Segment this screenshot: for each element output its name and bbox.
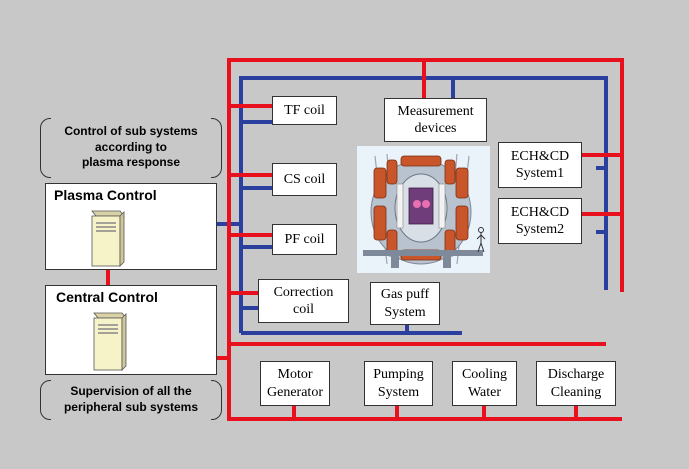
correction-coil-box: Correction coil bbox=[258, 279, 349, 323]
tokamak-image bbox=[357, 146, 490, 273]
bottom-note-bracket bbox=[40, 379, 222, 421]
cooling-water-box: Cooling Water bbox=[452, 361, 517, 406]
gas-puff-box: Gas puff System bbox=[370, 282, 440, 325]
person-scale-figure bbox=[476, 227, 486, 253]
plasma-control-title: Plasma Control bbox=[54, 187, 157, 203]
echcd-system2-box: ECH&CD System2 bbox=[498, 198, 582, 244]
server-icon bbox=[91, 210, 125, 267]
central-control-box: Central Control bbox=[45, 285, 217, 375]
cs-coil-box: CS coil bbox=[272, 163, 337, 196]
red-network bbox=[106, 58, 624, 421]
echcd-system1-box: ECH&CD System1 bbox=[498, 142, 582, 188]
plasma-control-box: Plasma Control bbox=[45, 183, 217, 270]
pf-coil-box: PF coil bbox=[272, 224, 337, 255]
tf-coil-box: TF coil bbox=[272, 96, 337, 125]
tokamak-illustration bbox=[357, 146, 490, 273]
motor-generator-box: Motor Generator bbox=[260, 361, 330, 406]
top-note: Control of sub systems according to plas… bbox=[64, 124, 198, 170]
discharge-cleaning-box: Discharge Cleaning bbox=[536, 361, 616, 406]
pumping-system-box: Pumping System bbox=[364, 361, 433, 406]
bottom-note: Supervision of all the peripheral sub sy… bbox=[63, 384, 199, 414]
top-note-bracket bbox=[40, 117, 222, 179]
server-icon bbox=[93, 312, 127, 371]
central-control-title: Central Control bbox=[56, 289, 158, 305]
measurement-devices-box: Measurement devices bbox=[384, 98, 487, 142]
